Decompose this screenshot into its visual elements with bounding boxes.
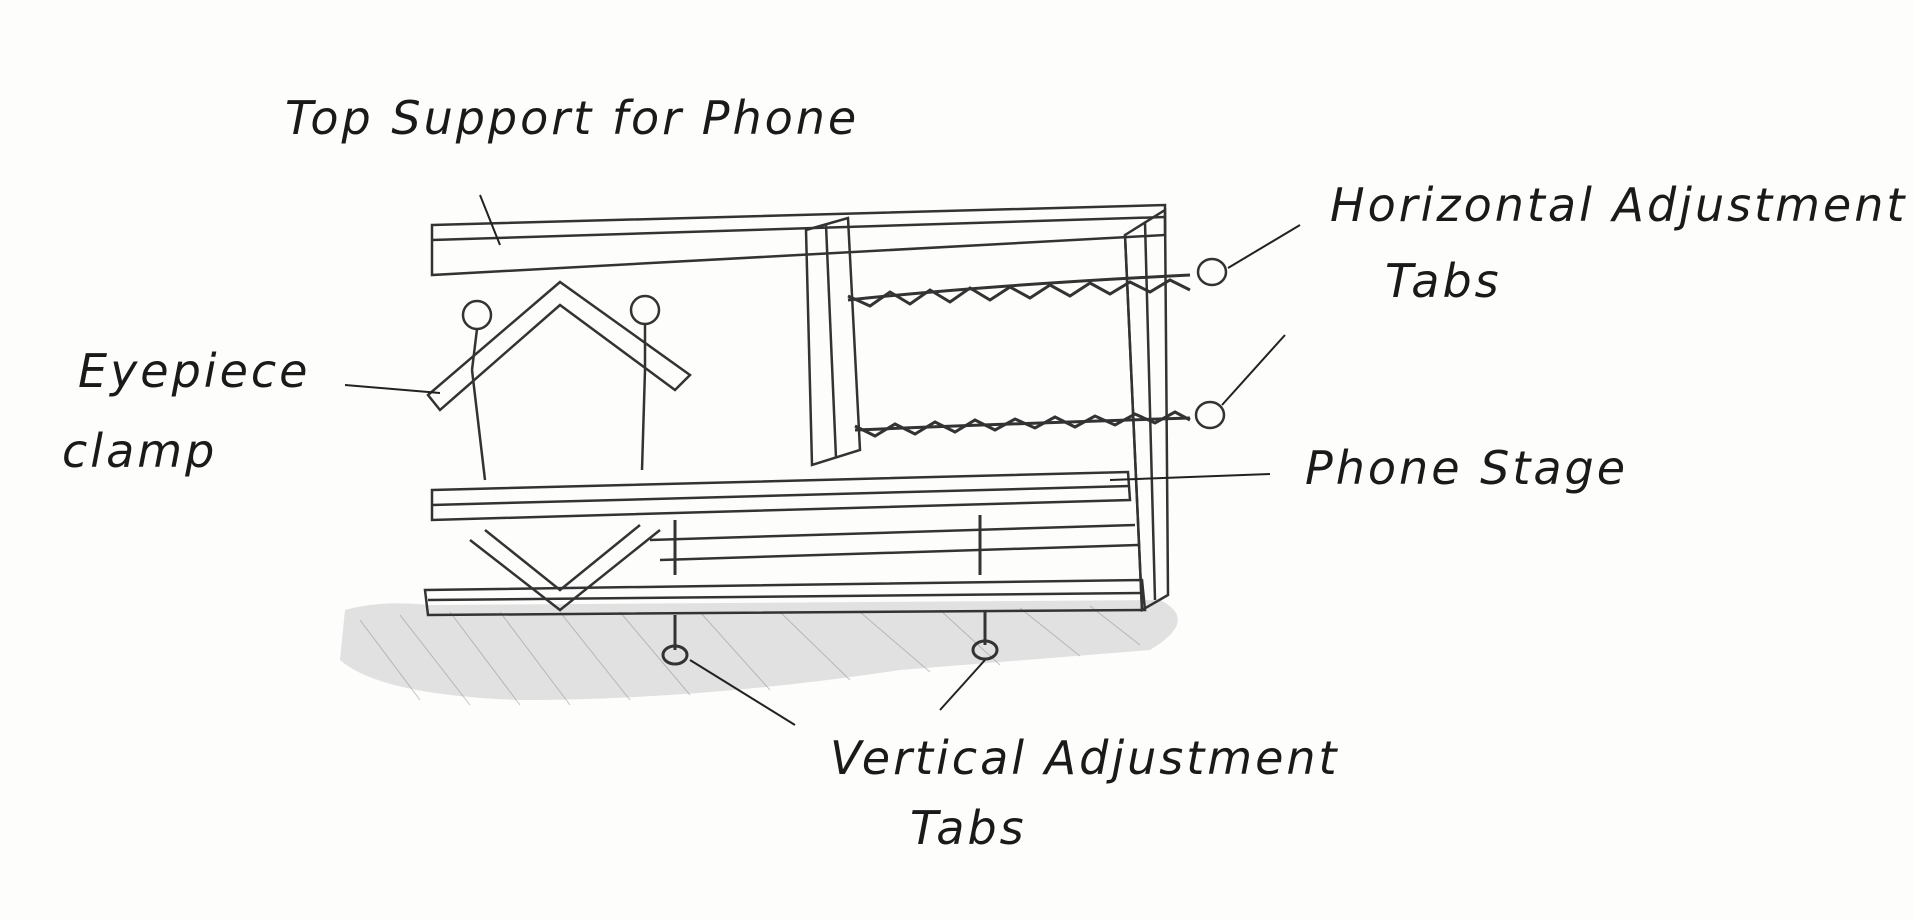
label-eyepiece-line2: clamp [62, 428, 217, 474]
phone-stage [432, 472, 1138, 560]
label-vertical-line2: Tabs [910, 805, 1027, 851]
label-eyepiece-line1: Eyepiece [78, 348, 310, 394]
leader-eyepiece [345, 385, 440, 393]
leader-horizontal-lower [1222, 335, 1285, 405]
right-post [1125, 210, 1168, 610]
label-phone-stage: Phone Stage [1305, 445, 1628, 491]
upper-threaded-rod [848, 275, 1190, 306]
label-horizontal-line2: Tabs [1385, 258, 1502, 304]
lower-horizontal-tab [1196, 402, 1224, 428]
leader-horizontal-upper [1228, 225, 1300, 268]
upper-horizontal-tab [1198, 259, 1226, 285]
label-vertical-line1: Vertical Adjustment [830, 735, 1340, 781]
label-top-support: Top Support for Phone [285, 95, 859, 141]
clamp-left-knob [463, 301, 491, 370]
clamp-right-knob [631, 296, 659, 370]
eyepiece-clamp [428, 282, 690, 610]
label-horizontal-line1: Horizontal Adjustment [1330, 182, 1907, 228]
leader-vertical-right [940, 660, 985, 710]
top-support-bar [432, 205, 1165, 275]
leader-phone-stage [1110, 474, 1270, 480]
lower-threaded-rod [855, 412, 1190, 436]
